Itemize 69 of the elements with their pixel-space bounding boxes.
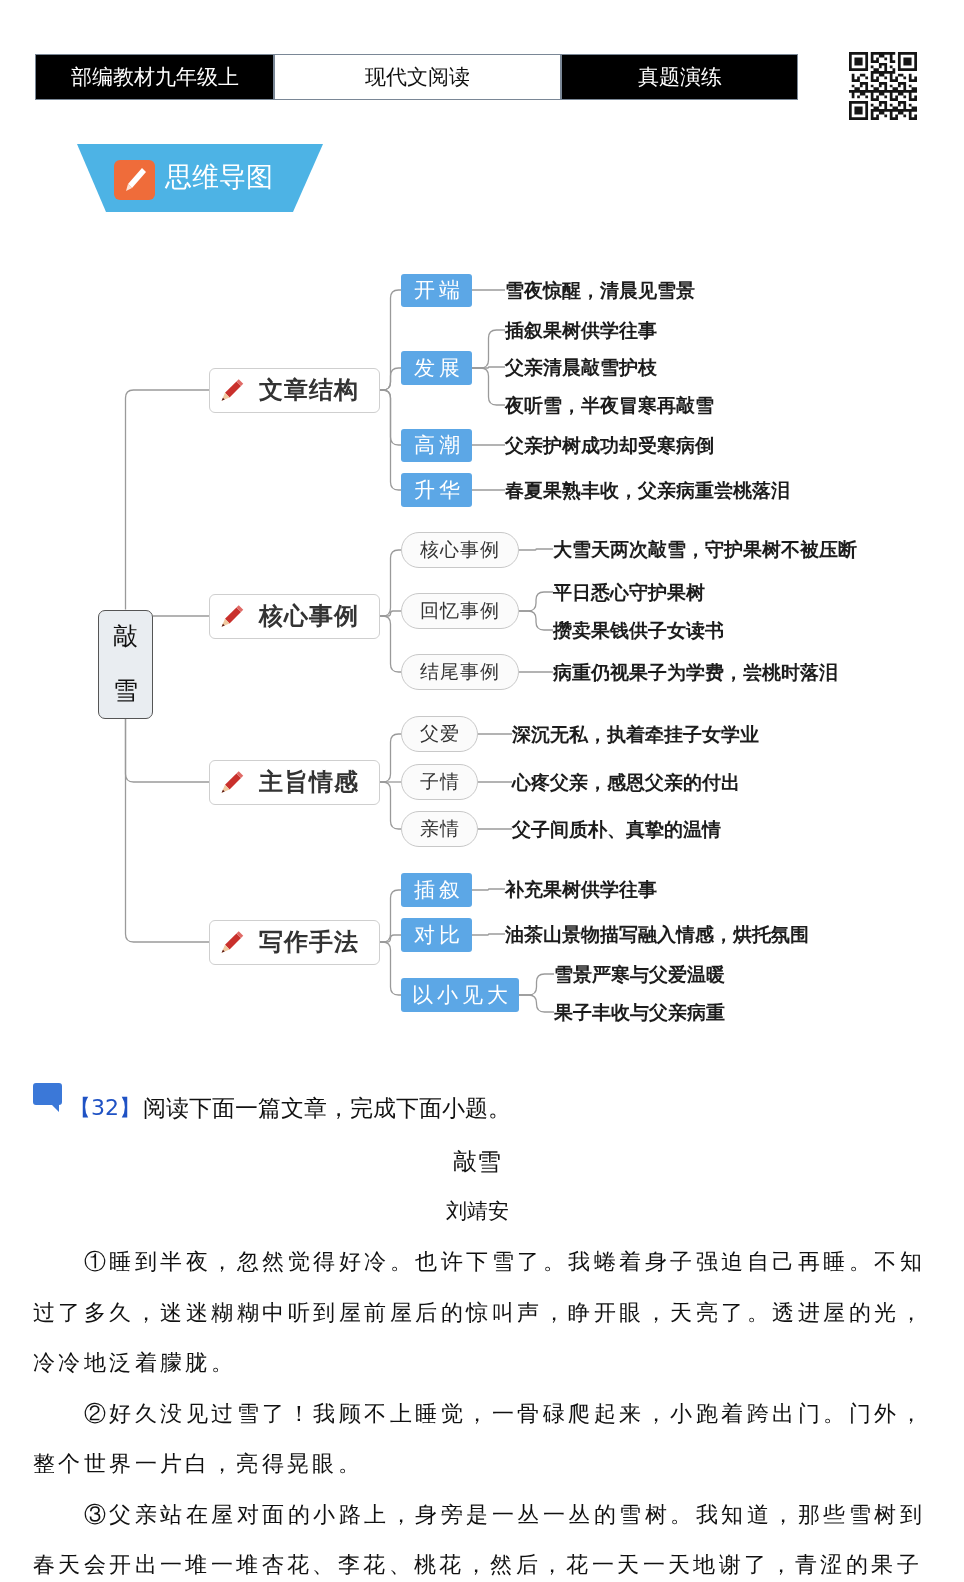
- connector-line: [471, 888, 506, 891]
- connector-line: [471, 444, 506, 446]
- root-box: 敲雪: [98, 609, 153, 719]
- detail-text: 父亲护树成功却受寒病倒: [505, 432, 714, 458]
- detail-text: 大雪天两次敲雪，守护果树不被压断: [553, 536, 857, 562]
- article-title: 敲雪: [453, 1147, 501, 1178]
- connector-line: [477, 733, 513, 735]
- topic-pill: 核心事例: [401, 532, 519, 568]
- connector-line: [518, 610, 554, 631]
- branch-title: 主旨情感: [259, 767, 359, 798]
- connector-line: [518, 994, 555, 1013]
- connector-line: [471, 933, 506, 936]
- detail-text: 深沉无私，执着牵挂子女学业: [512, 721, 759, 747]
- detail-text: 平日悉心守护果树: [553, 579, 705, 605]
- connector-line: [152, 615, 210, 617]
- branch-box: [209, 919, 380, 965]
- detail-text: 心疼父亲，感恩父亲的付出: [512, 769, 740, 795]
- header-tab: 部编教材九年级上: [35, 54, 274, 100]
- connector-line: [471, 289, 506, 291]
- branch-box: [209, 367, 380, 413]
- header-tab: 真题演练: [561, 54, 798, 100]
- connector-line: [518, 548, 554, 551]
- detail-text: 春夏果熟丰收，父亲病重尝桃落泪: [505, 477, 790, 503]
- connector-line: [518, 671, 554, 673]
- connector-line: [477, 828, 513, 830]
- connector-line: [379, 941, 402, 996]
- stage-tag: 高潮: [401, 428, 472, 462]
- author-name: 刘靖安: [445, 1198, 509, 1225]
- connector-line: [379, 781, 402, 830]
- detail-text: 插叙果树供学往事: [505, 317, 657, 343]
- stage-tag: 开端: [401, 273, 472, 307]
- body-paragraph: ①睡到半夜，忽然觉得好冷。也许下雪了。我蜷着身子强迫自己再睡。不知过了多久，迷迷糊糊中听到屋前屋后的惊叫声，睁开眼，天亮了。透进屋的光，冷冷地泛着朦胧。: [33, 1248, 925, 1377]
- detail-text: 病重仍视果子为学费，尝桃时落泪: [553, 659, 838, 685]
- topic-pill: 父爱: [401, 716, 478, 752]
- detail-text: 油茶山景物描写融入情感，烘托氛围: [505, 921, 809, 947]
- topic-pill: 子情: [401, 764, 478, 800]
- detail-text: 父子间质朴、真挚的温情: [512, 816, 721, 842]
- body-paragraph: ②好久没见过雪了！我顾不上睡觉，一骨碌爬起来，小跑着跨出门。门外，整个世界一片白，亮得晃眼。: [33, 1399, 925, 1478]
- detail-text: 雪景严寒与父爱温暖: [554, 961, 725, 987]
- branch-title: 文章结构: [259, 375, 359, 406]
- branch-title: 核心事例: [259, 601, 359, 632]
- topic-pill: 回忆事例: [401, 593, 519, 629]
- stage-tag: 对比: [401, 918, 472, 952]
- stage-tag: 插叙: [401, 873, 472, 907]
- connector-line: [124, 389, 210, 611]
- detail-text: 攒卖果钱供子女读书: [553, 617, 724, 643]
- connector-line: [477, 781, 513, 783]
- connector-line: [379, 615, 402, 673]
- detail-text: 父亲清晨敲雪护枝: [505, 354, 657, 380]
- connector-line: [124, 717, 210, 943]
- detail-text: 补充果树供学往事: [505, 876, 657, 902]
- branch-box: [209, 593, 380, 639]
- connector-line: [471, 367, 506, 406]
- detail-text: 夜听雪，半夜冒寒再敲雪: [505, 392, 714, 418]
- header-tab: 现代文阅读: [274, 54, 561, 100]
- stage-tag: 发展: [401, 351, 472, 385]
- topic-pill: 亲情: [401, 811, 478, 847]
- stage-tag: 以小见大: [401, 978, 519, 1012]
- question-instruction: 阅读下面一篇文章，完成下面小题。: [143, 1093, 511, 1123]
- body-paragraph: ③父亲站在屋对面的小路上，身旁是一丛一丛的雪树。我知道，那些雪树到春天会开出一堆一堆杏花、李花、桃花，然后，花一天一天地谢了，青涩的果子: [33, 1500, 925, 1579]
- stage-tag: 升华: [401, 473, 472, 507]
- section-title: 思维导图: [165, 160, 273, 194]
- detail-text: 雪夜惊醒，清晨见雪景: [505, 277, 695, 303]
- branch-box: [209, 759, 380, 805]
- connector-line: [471, 489, 506, 491]
- question-number: 【32】: [69, 1094, 141, 1122]
- topic-pill: 结尾事例: [401, 654, 519, 690]
- detail-text: 果子丰收与父亲病重: [554, 999, 725, 1025]
- branch-title: 写作手法: [259, 927, 359, 958]
